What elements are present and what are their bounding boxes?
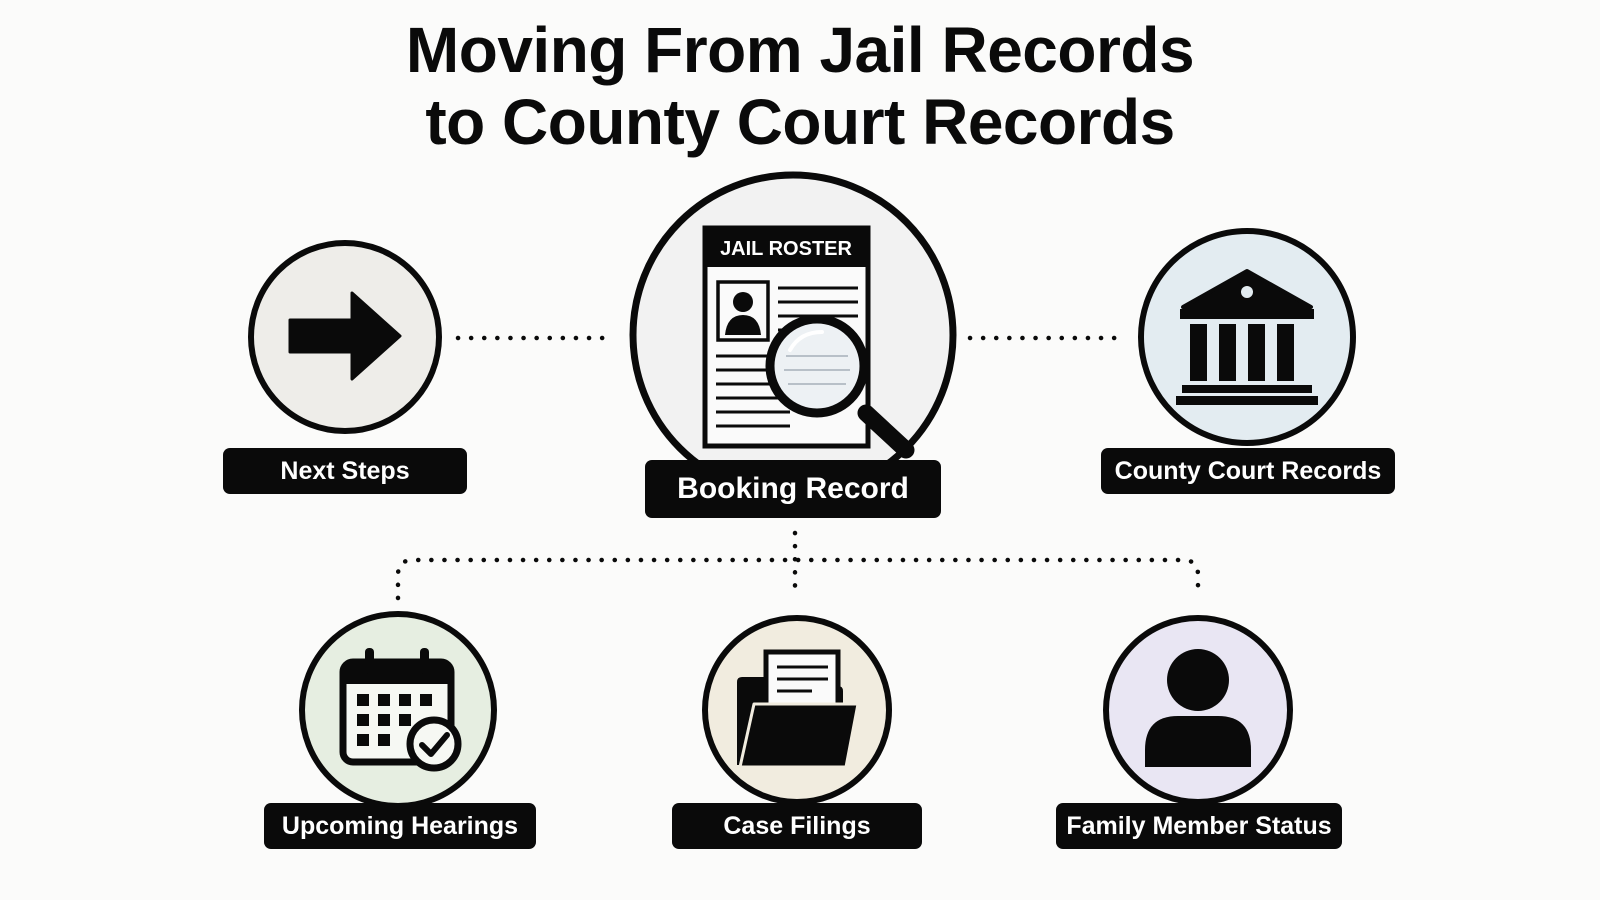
county-court-label: County Court Records xyxy=(1101,448,1395,494)
node-family-member xyxy=(1103,615,1293,805)
folder-icon xyxy=(737,649,860,769)
title-line-2: to County Court Records xyxy=(425,86,1175,158)
booking-record-label: Booking Record xyxy=(645,460,941,518)
jail-roster-magnifier-icon: JAIL ROSTER xyxy=(702,225,915,459)
roster-header-bar xyxy=(705,228,868,267)
next-steps-label: Next Steps xyxy=(223,448,467,494)
title-line-1: Moving From Jail Records xyxy=(405,14,1195,86)
magnifier-icon xyxy=(765,314,915,459)
connector-branch xyxy=(395,557,1201,601)
node-next-steps xyxy=(248,240,442,434)
case-filings-label: Case Filings xyxy=(672,803,922,849)
person-icon xyxy=(1145,649,1251,767)
roster-photo-body xyxy=(725,315,761,335)
county-court-circle xyxy=(1138,228,1356,446)
diagram-title: Moving From Jail Records to County Court… xyxy=(0,14,1600,158)
connectors xyxy=(395,335,1201,601)
upcoming-hearings-label: Upcoming Hearings xyxy=(264,803,536,849)
roster-heading: JAIL ROSTER xyxy=(720,238,852,260)
courthouse-icon xyxy=(1176,269,1318,405)
calendar-check-icon xyxy=(339,648,462,772)
node-case-filings xyxy=(702,615,892,805)
node-county-court xyxy=(1138,228,1356,446)
node-booking-record: JAIL ROSTER xyxy=(629,171,957,499)
roster-photo-head xyxy=(733,292,753,312)
arrow-right-icon xyxy=(288,291,402,381)
family-member-label: Family Member Status xyxy=(1056,803,1342,849)
node-upcoming-hearings xyxy=(299,611,497,809)
